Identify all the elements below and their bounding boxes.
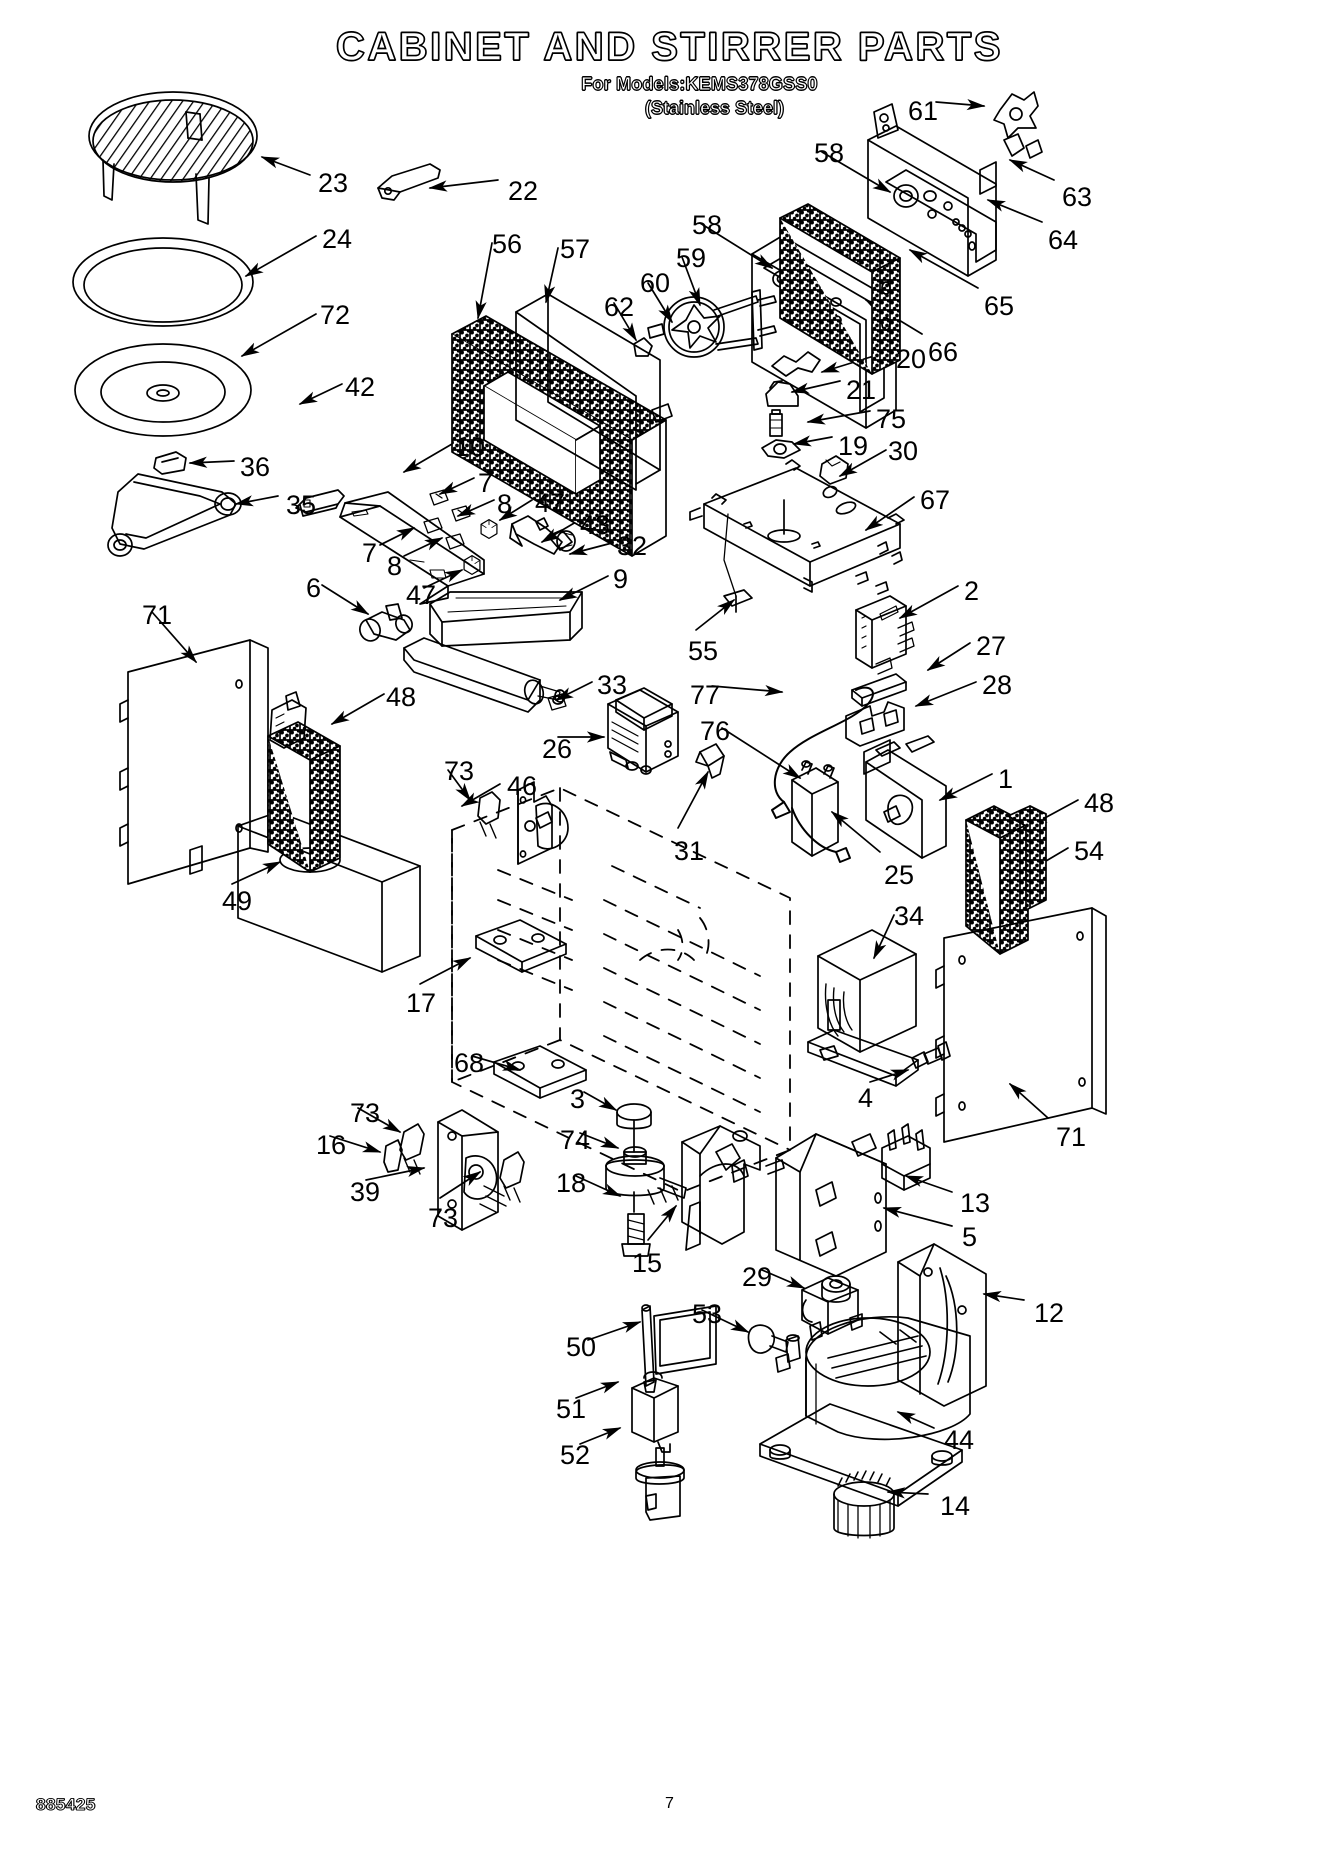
callout-76-capacitor-76: 76 — [700, 716, 731, 746]
callout-34-transformer-34: 34 — [894, 901, 925, 931]
callout-54-side-insulation-54: 54 — [1074, 836, 1105, 866]
callout-13-connector-13: 13 — [960, 1188, 991, 1218]
document-code: 885425 — [36, 1795, 96, 1815]
callout-58-grommet-58: 58 — [814, 138, 845, 168]
callout-77-wire-harness-77: 77 — [690, 680, 721, 710]
callout-72-glass-tray: 72 — [320, 300, 351, 330]
callout-36-small-clip: 36 — [240, 452, 271, 482]
callout-8-nut-8: 8 — [387, 551, 403, 581]
finish-line: (Stainless Steel) — [644, 98, 785, 119]
page-number: 7 — [665, 1795, 674, 1812]
callout-73-switch-73: 73 — [444, 756, 475, 786]
callout-60-stirrer-fan: 60 — [640, 268, 671, 298]
callout-22-handle-clip: 22 — [508, 176, 539, 206]
callout-58-grommet-58: 58 — [692, 210, 723, 240]
callout-16-terminal-16: 16 — [316, 1130, 347, 1160]
callout-68-shim-68: 68 — [454, 1048, 485, 1078]
callout-28-fuse-holder-28: 28 — [982, 670, 1013, 700]
callout-55-antenna-55: 55 — [688, 636, 719, 666]
callout-29-switch-assembly-29: 29 — [742, 1262, 773, 1292]
callout-7-screw-7: 7 — [362, 538, 378, 568]
callout-18-screw-18: 18 — [556, 1168, 587, 1198]
callout-4-screw-4: 4 — [858, 1083, 874, 1113]
callout-3-cap-3: 3 — [570, 1084, 586, 1114]
callout-63-motor-63: 63 — [1062, 182, 1093, 212]
callout-43-stirrer-shaft: 43 — [580, 510, 611, 540]
callout-10-waveguide-cover: 10 — [455, 432, 486, 462]
callout-47-hex-nut: 47 — [535, 488, 566, 518]
callout-44-blower-motor-44: 44 — [944, 1425, 975, 1455]
callout-35-stirrer-arm: 35 — [286, 490, 317, 520]
callout-23-rack-grille: 23 — [318, 168, 349, 198]
page-title: CABINET AND STIRRER PARTS — [335, 25, 1003, 69]
callout-33-pin-33: 33 — [597, 670, 628, 700]
callout-52-motor-52: 52 — [560, 1440, 591, 1470]
callout-1-magnetron-bracket-1: 1 — [998, 764, 1014, 794]
callout-14-fan-blade-14: 14 — [940, 1491, 971, 1521]
callout-50-bracket-50: 50 — [566, 1332, 597, 1362]
callout-42-bracket-clip: 42 — [345, 372, 376, 402]
callout-19-washer-19: 19 — [838, 431, 869, 461]
callout-67-base-chassis: 67 — [920, 485, 951, 515]
callout-46-latch-46: 46 — [507, 771, 538, 801]
callout-21-cap-21: 21 — [846, 375, 877, 405]
callout-59-stirrer-belt: 59 — [676, 243, 707, 273]
callout-71-side-panel-71: 71 — [1056, 1122, 1087, 1152]
callout-48-insulation-48: 48 — [1084, 788, 1115, 818]
callout-26-transformer-26: 26 — [542, 734, 573, 764]
model-line: For Models:KEMS378GSS0 — [581, 74, 818, 95]
callout-20-spring-clip-20: 20 — [896, 344, 927, 374]
callout-32-roller-32: 32 — [617, 531, 648, 561]
callout-61-fan-blade-61: 61 — [908, 96, 939, 126]
callout-73-switch-73: 73 — [428, 1203, 459, 1233]
callout-51-solenoid-51: 51 — [556, 1394, 587, 1424]
callout-71-side-panel-71: 71 — [142, 600, 173, 630]
callout-27-fuse-27: 27 — [976, 631, 1007, 661]
callout-62-cap-62: 62 — [604, 292, 635, 322]
callout-8-nut-8: 8 — [497, 489, 513, 519]
callout-17-shim-17: 17 — [406, 988, 437, 1018]
callout-47-hex-nut: 47 — [406, 580, 437, 610]
callout-49-base-panel-49: 49 — [222, 886, 253, 916]
callout-12-duct-12: 12 — [1034, 1298, 1065, 1328]
callout-6-bearing-6: 6 — [306, 573, 322, 603]
callout-31-diode-31: 31 — [674, 836, 705, 866]
callout-25-bracket-25: 25 — [884, 860, 915, 890]
callout-57-door-panel: 57 — [560, 234, 591, 264]
callout-5-fan-housing-5: 5 — [962, 1222, 978, 1252]
callout-64-frame-64: 64 — [1048, 225, 1079, 255]
callout-65-insulation-65: 65 — [984, 291, 1015, 321]
callout-15-air-duct-15: 15 — [632, 1248, 663, 1278]
callout-30-clip-30: 30 — [888, 436, 919, 466]
callout-73-switch-73: 73 — [350, 1098, 381, 1128]
callout-56-door-insulation: 56 — [492, 229, 523, 259]
callout-7-screw-7: 7 — [478, 468, 494, 498]
callout-75-bulb-75: 75 — [876, 404, 907, 434]
callout-66-panel-66: 66 — [928, 337, 959, 367]
page-footer: 885425 7 — [0, 1795, 1339, 1825]
callout-48-insulation-48: 48 — [386, 682, 417, 712]
callout-74-thermostat-74: 74 — [560, 1125, 591, 1155]
callout-24-turntable-ring: 24 — [322, 224, 353, 254]
callout-9-duct-9: 9 — [613, 564, 629, 594]
callout-2-relay-2: 2 — [964, 576, 980, 606]
callout-39-switch-39: 39 — [350, 1177, 381, 1207]
page-header: CABINET AND STIRRER PARTS For Models:KEM… — [0, 0, 1339, 119]
callout-53-sensor-53: 53 — [692, 1299, 723, 1329]
